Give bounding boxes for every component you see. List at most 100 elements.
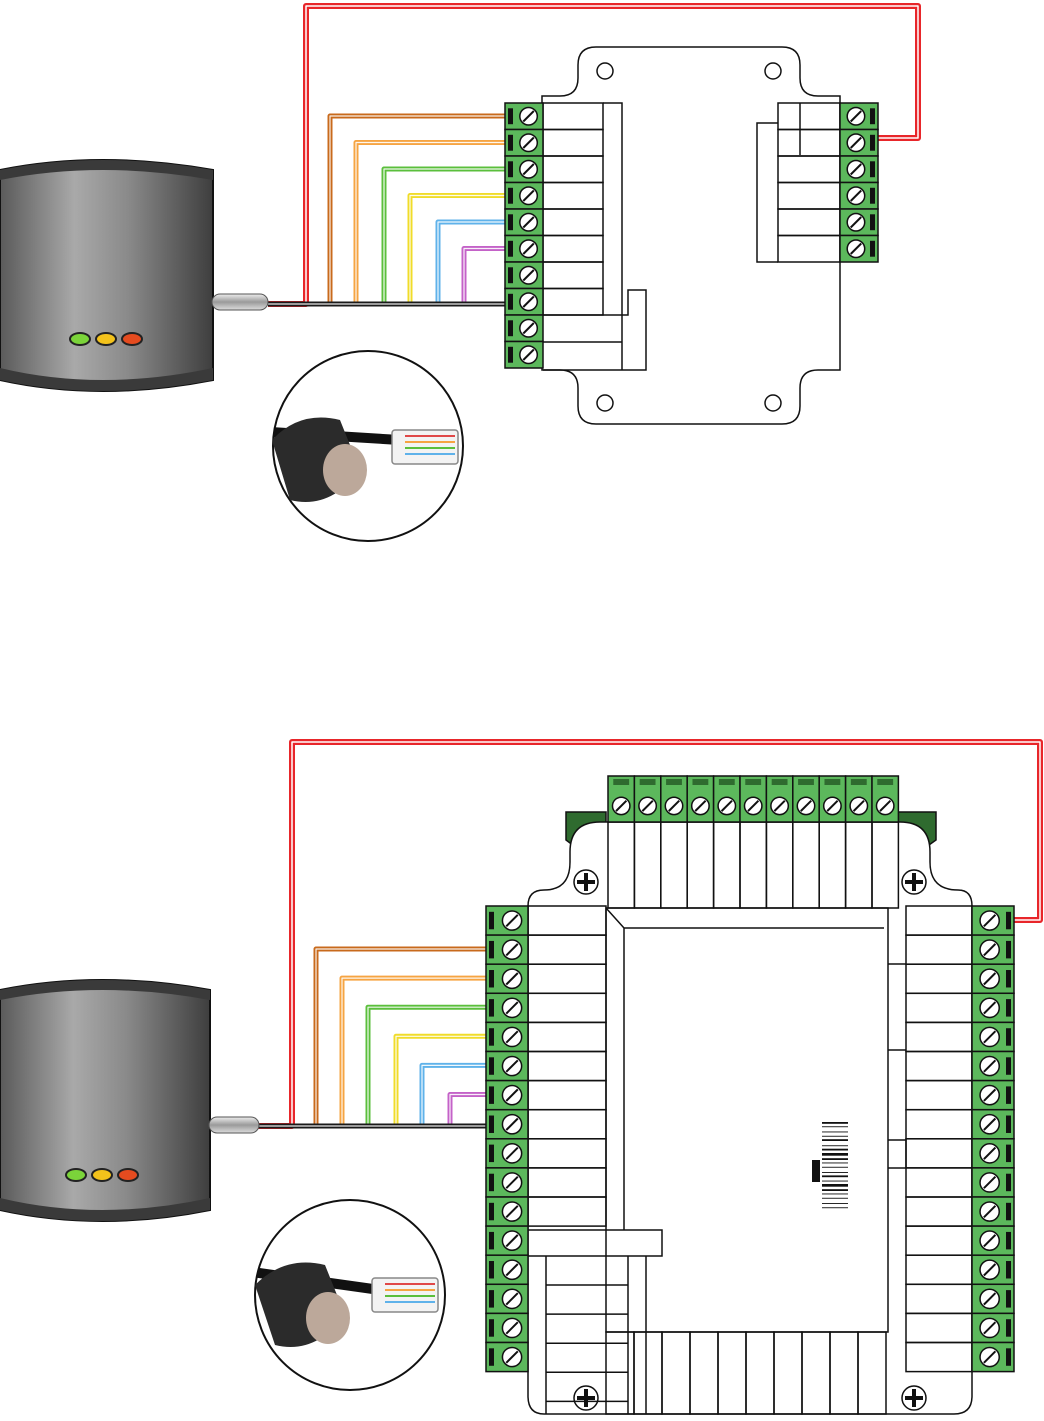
screw-icon bbox=[612, 797, 629, 814]
terminal[interactable] bbox=[687, 776, 713, 822]
screw-icon bbox=[744, 797, 761, 814]
screw-icon bbox=[980, 1056, 999, 1075]
screw-icon bbox=[520, 134, 537, 151]
terminal[interactable] bbox=[486, 1197, 528, 1226]
terminal[interactable] bbox=[740, 776, 766, 822]
screw-icon bbox=[502, 1173, 521, 1192]
screw-icon bbox=[502, 940, 521, 959]
terminal[interactable] bbox=[486, 1139, 528, 1168]
terminal[interactable] bbox=[819, 776, 845, 822]
screw-icon bbox=[520, 214, 537, 231]
terminal[interactable] bbox=[766, 776, 792, 822]
controller-small bbox=[505, 47, 878, 424]
terminal[interactable] bbox=[972, 1313, 1014, 1342]
terminal[interactable] bbox=[972, 1139, 1014, 1168]
terminal[interactable] bbox=[634, 776, 660, 822]
terminal[interactable] bbox=[486, 906, 528, 935]
terminal[interactable] bbox=[486, 1284, 528, 1313]
terminal[interactable] bbox=[505, 289, 543, 316]
diagram-2 bbox=[0, 742, 1040, 1414]
screw-icon bbox=[502, 911, 521, 930]
terminal[interactable] bbox=[972, 906, 1014, 935]
terminal[interactable] bbox=[505, 156, 543, 183]
terminal[interactable] bbox=[505, 209, 543, 236]
terminal[interactable] bbox=[972, 1052, 1014, 1081]
screw-icon bbox=[980, 1347, 999, 1366]
terminal[interactable] bbox=[486, 1255, 528, 1284]
terminal[interactable] bbox=[972, 935, 1014, 964]
terminal[interactable] bbox=[972, 1343, 1014, 1372]
screw-icon bbox=[980, 1260, 999, 1279]
terminal[interactable] bbox=[714, 776, 740, 822]
led-yellow-icon bbox=[92, 1169, 112, 1181]
terminal[interactable] bbox=[972, 1284, 1014, 1313]
terminal[interactable] bbox=[661, 776, 687, 822]
screw-icon bbox=[850, 797, 867, 814]
terminal[interactable] bbox=[505, 315, 543, 342]
card-reader bbox=[0, 160, 268, 391]
terminal-block-top bbox=[608, 776, 898, 822]
screw-icon bbox=[902, 1386, 926, 1410]
screw-icon bbox=[847, 240, 864, 257]
led-green-icon bbox=[70, 333, 90, 345]
led-red-icon bbox=[122, 333, 142, 345]
terminal[interactable] bbox=[486, 964, 528, 993]
terminal[interactable] bbox=[972, 1081, 1014, 1110]
terminal[interactable] bbox=[505, 236, 543, 263]
screw-icon bbox=[797, 797, 814, 814]
terminal[interactable] bbox=[840, 236, 878, 263]
terminal[interactable] bbox=[840, 130, 878, 157]
terminal[interactable] bbox=[505, 262, 543, 289]
screw-icon bbox=[639, 797, 656, 814]
terminal[interactable] bbox=[972, 964, 1014, 993]
led-red-icon bbox=[118, 1169, 138, 1181]
terminal[interactable] bbox=[505, 183, 543, 210]
screw-icon bbox=[665, 797, 682, 814]
terminal[interactable] bbox=[486, 1110, 528, 1139]
screw-icon bbox=[847, 108, 864, 125]
terminal[interactable] bbox=[840, 183, 878, 210]
terminal[interactable] bbox=[505, 342, 543, 369]
terminal[interactable] bbox=[972, 993, 1014, 1022]
screw-icon bbox=[520, 108, 537, 125]
terminal[interactable] bbox=[505, 130, 543, 157]
terminal[interactable] bbox=[972, 1226, 1014, 1255]
terminal[interactable] bbox=[840, 156, 878, 183]
terminal-block-right bbox=[840, 103, 878, 262]
screw-icon bbox=[980, 969, 999, 988]
terminal[interactable] bbox=[486, 1022, 528, 1051]
screw-icon bbox=[980, 1173, 999, 1192]
terminal[interactable] bbox=[972, 1168, 1014, 1197]
terminal[interactable] bbox=[972, 1255, 1014, 1284]
terminal[interactable] bbox=[486, 1052, 528, 1081]
screw-icon bbox=[718, 797, 735, 814]
terminal[interactable] bbox=[972, 1110, 1014, 1139]
terminal[interactable] bbox=[840, 103, 878, 130]
terminal[interactable] bbox=[972, 1197, 1014, 1226]
terminal[interactable] bbox=[872, 776, 898, 822]
screw-icon bbox=[502, 1202, 521, 1221]
terminal[interactable] bbox=[486, 1343, 528, 1372]
card-reader bbox=[0, 980, 259, 1221]
terminal[interactable] bbox=[840, 209, 878, 236]
screw-icon bbox=[980, 1027, 999, 1046]
screw-icon bbox=[520, 161, 537, 178]
terminal[interactable] bbox=[793, 776, 819, 822]
terminal[interactable] bbox=[486, 1226, 528, 1255]
screw-icon bbox=[980, 940, 999, 959]
terminal[interactable] bbox=[486, 935, 528, 964]
terminal[interactable] bbox=[846, 776, 872, 822]
terminal[interactable] bbox=[486, 1313, 528, 1342]
screw-icon bbox=[574, 1386, 598, 1410]
terminal[interactable] bbox=[505, 103, 543, 130]
terminal[interactable] bbox=[486, 1081, 528, 1110]
terminal[interactable] bbox=[608, 776, 634, 822]
screw-icon bbox=[980, 1086, 999, 1105]
screw-icon bbox=[502, 1347, 521, 1366]
terminal[interactable] bbox=[972, 1022, 1014, 1051]
terminal[interactable] bbox=[486, 993, 528, 1022]
screw-icon bbox=[502, 1231, 521, 1250]
screw-icon bbox=[520, 187, 537, 204]
terminal[interactable] bbox=[486, 1168, 528, 1197]
